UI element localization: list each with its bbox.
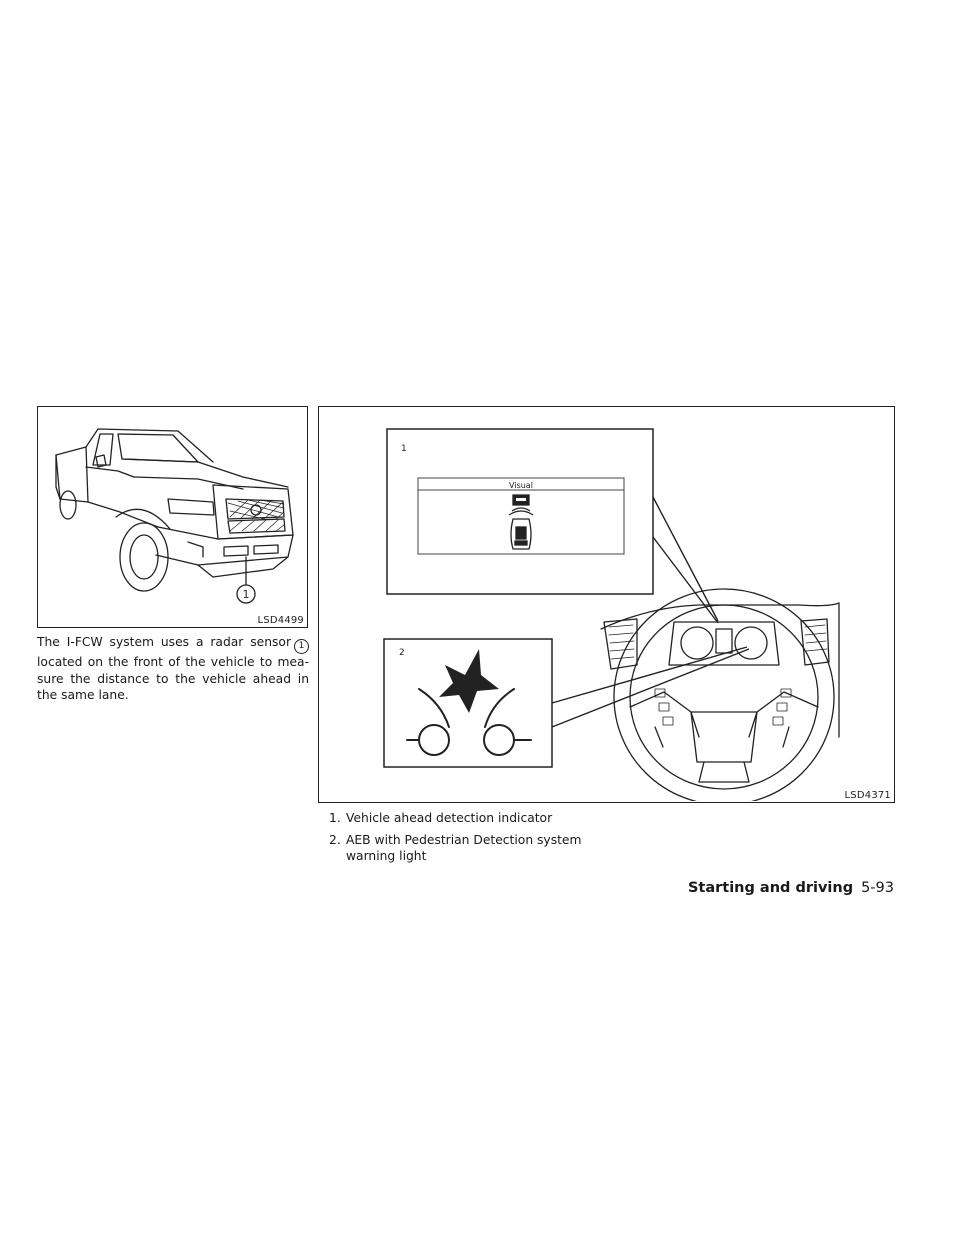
inset-1-number: 1 <box>401 444 407 454</box>
legend-text: Vehicle ahead detection indicator <box>346 811 553 825</box>
truck-illustration: 1 <box>55 428 294 604</box>
legend-text: AEB with Pedestrian Detection system war… <box>346 833 582 863</box>
page-footer: Starting and driving 5-93 <box>688 880 894 896</box>
legend-number: 2. <box>329 833 341 847</box>
legend-item: 2. AEB with Pedestrian Detection system … <box>329 832 629 864</box>
inset-1-header: Visual <box>509 481 533 490</box>
cockpit-illustration: 1 Visual 2 <box>383 428 840 801</box>
pedestrian-warning-icon <box>406 649 532 756</box>
inset-2-number: 2 <box>399 648 405 658</box>
figure-legend: 1. Vehicle ahead detection indicator 2. … <box>329 810 629 870</box>
body-text-1: The I-FCW system uses a radar sensor <box>37 635 291 649</box>
section-title: Starting and driving <box>687 880 854 896</box>
figure-id: LSD4499 <box>257 615 304 626</box>
legend-item: 1. Vehicle ahead detection indicator <box>329 810 629 826</box>
truck-figure: 1 LSD4499 <box>37 406 308 628</box>
cockpit-figure: 1 Visual 2 <box>318 406 895 803</box>
vehicle-ahead-icon <box>508 494 534 550</box>
page-number: 5-93 <box>861 880 894 896</box>
callout-1: 1 <box>243 588 250 601</box>
body-text-2: located on the front of the vehicle to m… <box>37 655 309 702</box>
legend-number: 1. <box>329 811 341 825</box>
figure-id: LSD4371 <box>844 790 891 801</box>
callout-marker: 1 <box>294 639 309 654</box>
